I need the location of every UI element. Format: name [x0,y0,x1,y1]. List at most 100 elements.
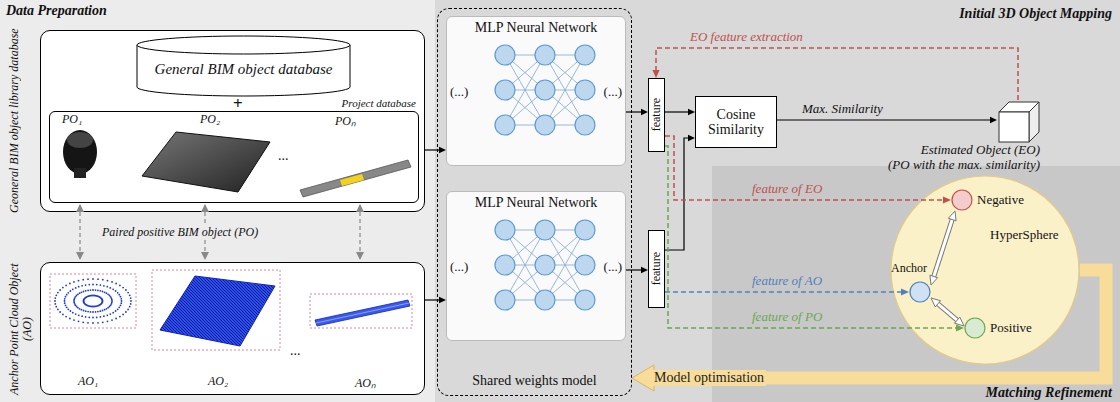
cloud-point [54,300,56,302]
arrow-head [688,109,695,115]
cloud-point [130,300,132,302]
connector-line [665,146,958,328]
cloud-point [92,317,94,319]
net-neuron [575,80,595,100]
cloud-point [81,315,83,317]
cloud-point [85,316,87,318]
cloud-point [100,303,102,305]
feature-label: feature [650,98,663,131]
cloud-point [90,311,92,313]
connector-line [425,299,440,300]
object-id: POₙ [335,112,356,129]
arrow-head [943,196,951,203]
cloud-point [104,309,106,311]
edge-label: feature of PO [750,309,824,325]
cloud-point [106,308,108,310]
po-object-2 [142,132,270,192]
box-heading: Project database [342,97,416,109]
cloud-point [119,285,121,287]
pairing-arrows [80,205,360,259]
connector [652,48,1018,100]
cloud-point [69,283,71,285]
cloud-point [117,308,119,310]
arrow-head [439,147,446,153]
cloud-point [102,299,104,301]
cloud-point [85,296,87,298]
connector-line [626,111,642,112]
cloud-point [111,299,113,301]
cloud-point [102,279,104,281]
cloud-point [82,321,84,323]
cloud-point [99,290,101,292]
edge-label: Max. Similarity [800,101,885,117]
arrow-head [930,275,938,285]
cloud-point [127,292,129,294]
cloud-point [115,290,117,292]
cloud-point [88,317,90,319]
connector-line [665,136,945,200]
cloud-point [90,289,92,291]
ao-point-cloud-n [315,300,410,326]
cloud-point [102,291,104,293]
cloud-point [120,298,122,300]
negative-point: Negative [951,189,973,211]
cloud-point [73,281,75,283]
region-title: Matching Refinement [986,385,1112,401]
cloud-point [100,284,102,286]
plus-sign: + [233,94,243,114]
cloud-point [88,284,90,286]
connector [665,146,964,332]
cloud-point [72,288,74,290]
cloud-point [97,295,99,297]
cloud-point [97,322,99,324]
object-label: Estimated Object (EO) [921,142,1040,157]
cloud-point [120,302,122,304]
cloud-point [92,278,94,280]
cloud-point [70,290,72,292]
ellipsis-text: ... [290,343,301,359]
cloud-point [65,285,67,287]
cloud-point [118,306,120,308]
shared-model-box: Shared weights modelMLP Neural Network(.… [437,8,632,396]
cloud-point [85,290,87,292]
cloud-point [121,300,123,302]
object-id: AO₂ [208,374,228,389]
connector [632,270,1106,391]
cloud-point [115,318,117,320]
cloud-point [57,292,59,294]
cloud-point [78,314,80,316]
ellipsis-text: ... [278,148,289,164]
cloud-point [79,292,81,294]
cloud-point [95,311,97,313]
cloud-point [66,294,68,296]
cloud-point [78,280,80,282]
feature-box: feature [648,78,665,152]
cube-shape [997,100,1040,142]
net-neuron [535,290,555,310]
cloud-point [130,297,132,299]
object-note: (PO with the max. similarity) [888,157,1040,172]
cloud-point [78,286,80,288]
net-neuron [535,80,555,100]
cloud-point [84,297,86,299]
cloud-point [129,306,131,308]
cloud-point [95,289,97,291]
neg-shape [951,189,973,211]
ao-point-cloud-2 [160,276,275,346]
cloud-point [115,283,117,285]
cloud-point [85,304,87,306]
arrow-head [652,70,659,78]
mlp-title: MLP Neural Network [447,20,625,36]
connector-line [656,48,1018,100]
cloud-point [107,307,109,309]
cloud-point [92,311,94,313]
edge-label: feature of EO [750,181,824,197]
connector [626,267,648,273]
cloud-point [120,304,122,306]
object-cube: Estimated Object (EO)(PO with the max. s… [997,100,1040,142]
edge-label: EO feature extraction [688,29,805,45]
arrow-head [990,117,997,123]
cloud-point [65,316,67,318]
cloud-point [106,286,108,288]
cloud-point [54,303,56,305]
